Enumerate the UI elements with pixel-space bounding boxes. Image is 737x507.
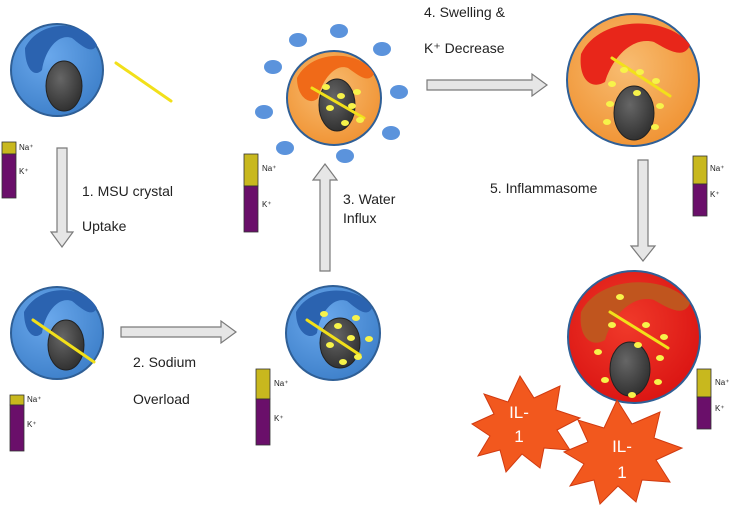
k-bar [692,183,708,217]
arrow-right-step4 [426,72,549,98]
step4-label-line2: K⁺ Decrease [424,40,505,56]
sodium-ions [594,294,668,398]
step5-label: 5. Inflammasome [490,180,598,196]
cell-crystal-uptake [10,286,104,380]
step2-label-line2: Overload [133,391,190,407]
arrow-down-step5 [629,159,657,262]
ion-bar-1: Na⁺ K⁺ [1,141,33,199]
cell-swollen [566,13,700,147]
nucleus [613,85,655,141]
k-label: K⁺ [19,167,29,176]
sodium-ions [603,67,664,130]
il1-starburst [470,374,582,474]
ion-bar-6: Na⁺ K⁺ [696,368,729,430]
ion-bar-3: Na⁺ K⁺ [255,368,288,446]
k-bar [9,404,25,452]
na-bar [1,141,17,155]
msu-crystal [310,86,366,120]
il1-label-line2: 1 [617,463,626,482]
na-bar [255,368,271,400]
msu-crystal [608,310,670,350]
k-label: K⁺ [715,404,725,413]
step1-label: 1. MSU crystal [82,183,174,199]
cytoplasm-organelle [580,23,690,85]
msu-crystal [31,318,96,364]
msu-crystal [305,318,362,357]
arrow-down-step1 [49,147,75,249]
water-molecules [255,24,408,163]
cytoplasm-organelle [25,25,97,74]
k-label: K⁺ [710,190,720,199]
na-bar [692,155,708,185]
step2-label: 2. Sodium [133,354,197,370]
k-bar [696,396,712,430]
il1-label-line1: IL- [612,437,632,456]
na-bar [9,394,25,406]
step3-label: 3. Water [343,191,396,207]
na-label: Na⁺ [710,164,724,173]
arrow-up-step3 [311,163,339,272]
ion-bar-2: Na⁺ K⁺ [9,394,41,452]
cytoplasm-organelle [580,282,690,343]
k-bar [1,153,17,199]
sodium-ions [322,84,364,126]
na-label: Na⁺ [274,379,288,388]
k-bar [255,398,271,446]
nucleus [609,341,651,397]
nucleus [47,319,85,371]
sodium-ions [320,311,373,365]
cell-inflammasome [567,270,701,404]
na-bar [696,368,712,398]
na-label: Na⁺ [27,395,41,404]
il1-burst-1: IL- 1 [470,374,582,474]
nucleus [45,60,83,112]
msu-crystal [610,56,672,98]
step1-label-line2: Uptake [82,218,127,234]
il1-burst-2: IL- 1 [562,398,684,505]
ion-bar-5: Na⁺ K⁺ [692,155,724,217]
step3-label-line2: Influx [343,210,377,226]
il1-label-line2: 1 [514,427,523,446]
il1-starburst [562,398,684,505]
na-bar [243,153,259,187]
k-label: K⁺ [274,414,284,423]
step4-label: 4. Swelling & [424,4,505,20]
na-label: Na⁺ [262,164,276,173]
il1-label-line1: IL- [509,403,529,422]
k-label: K⁺ [262,200,272,209]
cell-sodium-overload [285,285,381,381]
ion-bar-4: Na⁺ K⁺ [243,153,276,233]
cell-resting [10,23,173,117]
k-label: K⁺ [27,420,37,429]
k-bar [243,185,259,233]
cell-water-influx [255,24,408,163]
na-label: Na⁺ [19,143,33,152]
arrow-right-step2 [120,319,238,345]
msu-crystal [114,61,173,103]
na-label: Na⁺ [715,378,729,387]
